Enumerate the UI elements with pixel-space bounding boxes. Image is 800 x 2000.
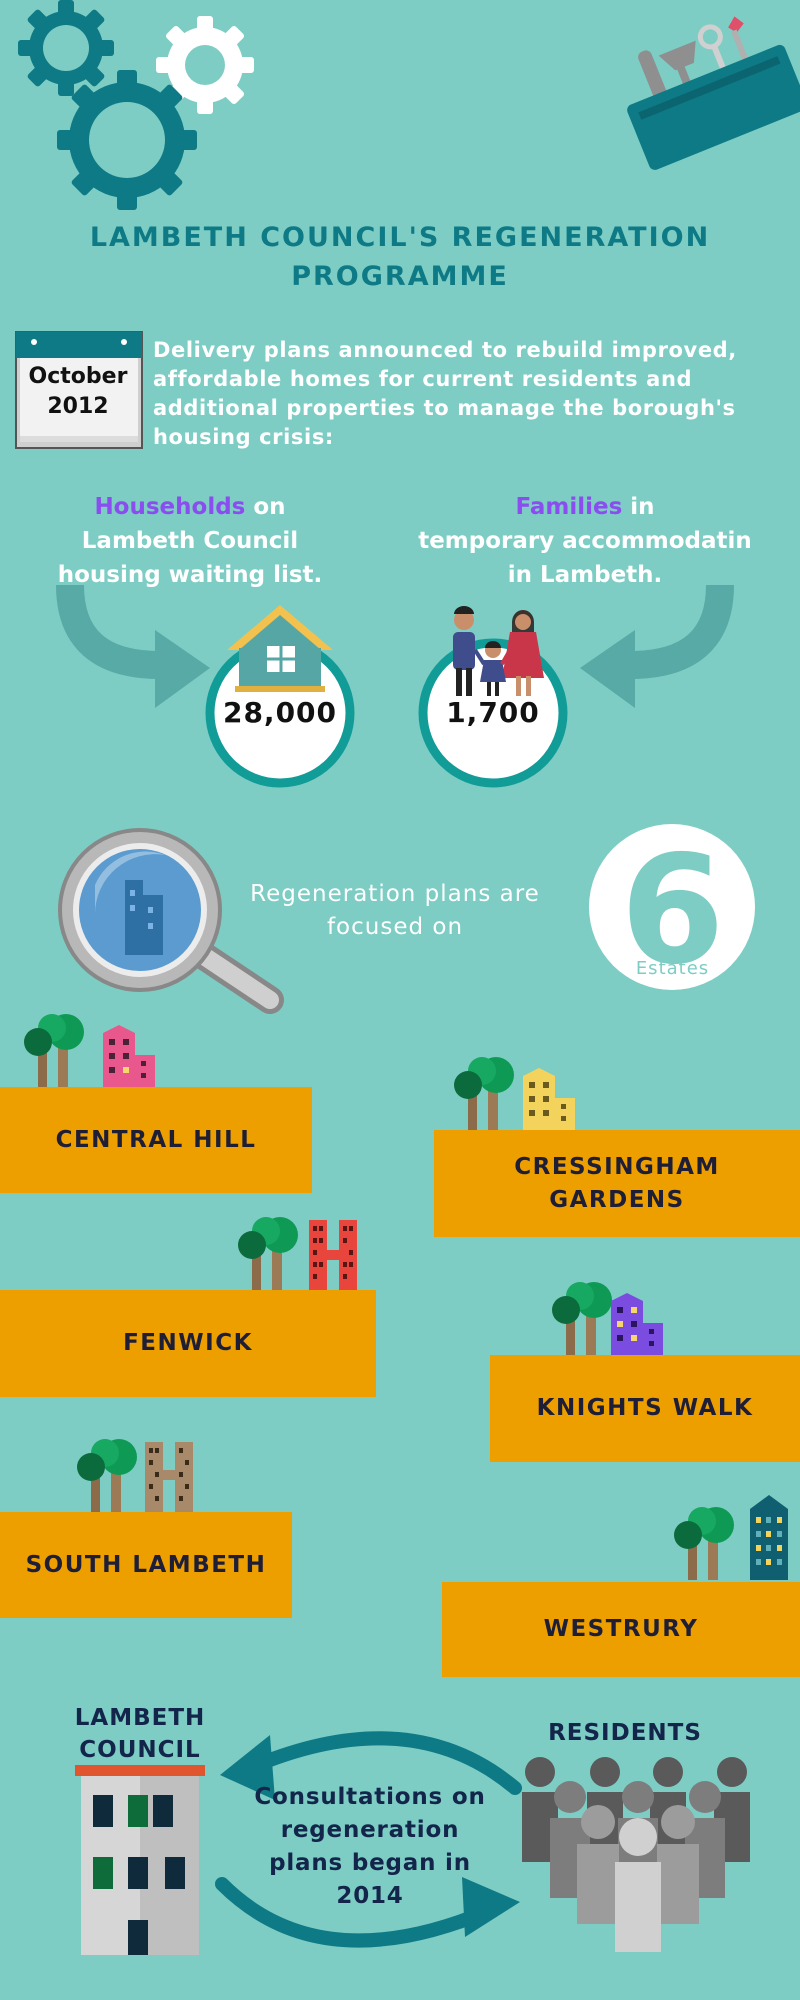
magnifier-icon xyxy=(58,828,284,1014)
page-title: LAMBETH COUNCIL'S REGENERATION PROGRAMME xyxy=(0,218,800,296)
council-label: LAMBETH COUNCIL xyxy=(74,1705,206,1763)
stat-households-highlight: Households xyxy=(94,494,246,520)
focus-text: Regeneration plans are focused on xyxy=(250,881,540,940)
building-icon xyxy=(750,1495,788,1580)
estate-central-hill: CENTRAL HILL xyxy=(0,1087,312,1193)
curved-arrow-right-icon xyxy=(56,584,210,708)
title-line-2: PROGRAMME xyxy=(291,261,509,292)
tree-icon xyxy=(552,1282,612,1355)
curved-arrow-left-icon xyxy=(580,584,734,708)
estates-count-circle xyxy=(589,824,755,990)
toolbox-icon xyxy=(627,16,800,170)
stat-families-value: 1,700 xyxy=(446,696,540,729)
residents-crowd-icon xyxy=(522,1757,750,1952)
tree-icon xyxy=(674,1507,734,1580)
calendar-year: 2012 xyxy=(47,394,109,419)
estate-cressingham-gardens: CRESSINGHAM GARDENS xyxy=(434,1130,800,1237)
building-icon xyxy=(611,1293,663,1355)
tree-icon xyxy=(454,1057,514,1130)
calendar-icon xyxy=(15,331,143,449)
estate-fenwick: FENWICK xyxy=(0,1290,376,1397)
stat-households-label: Households on Lambeth Council housing wa… xyxy=(57,494,323,588)
title-line-1: LAMBETH COUNCIL'S REGENERATION xyxy=(89,222,711,253)
estate-knights-walk: KNIGHTS WALK xyxy=(490,1355,800,1462)
building-icon xyxy=(309,1220,357,1290)
tree-icon xyxy=(77,1439,137,1512)
stat-households-value: 28,000 xyxy=(222,696,338,729)
calendar-date: October 2012 xyxy=(16,362,140,422)
consultation-text: Consultations on regeneration plans bega… xyxy=(254,1784,486,1909)
estates-count-label: Estates xyxy=(635,958,710,979)
building-icon xyxy=(103,1025,155,1087)
council-building-icon xyxy=(75,1765,205,1955)
estate-westrury: WESTRURY xyxy=(442,1582,800,1677)
residents-label: RESIDENTS xyxy=(548,1720,702,1746)
stat-families-highlight: Families xyxy=(515,494,623,520)
estates-count: 6 xyxy=(620,824,725,998)
stat-families-label: Families in temporary accommodatin in La… xyxy=(418,494,752,588)
house-icon xyxy=(205,605,355,788)
cycle-arrow-bottom-icon xyxy=(215,1877,520,1948)
building-icon xyxy=(145,1442,193,1512)
intro-text: Delivery plans announced to rebuild impr… xyxy=(153,338,737,449)
estate-south-lambeth: SOUTH LAMBETH xyxy=(0,1512,292,1618)
cycle-arrow-top-icon xyxy=(220,1731,522,1800)
building-icon xyxy=(523,1068,575,1130)
tree-icon xyxy=(238,1217,298,1290)
tree-icon xyxy=(24,1014,84,1087)
calendar-month: October xyxy=(28,364,128,389)
family-icon xyxy=(418,606,568,788)
gears-icon xyxy=(18,0,254,210)
